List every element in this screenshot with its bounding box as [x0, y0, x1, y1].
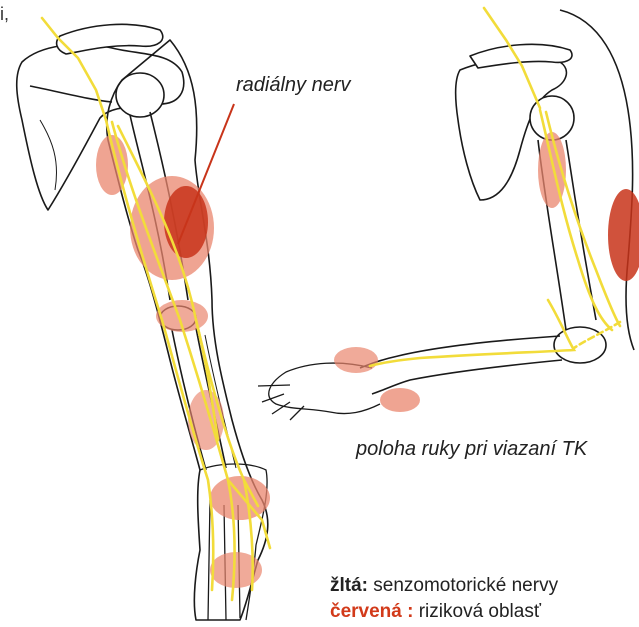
legend-row-yellow: žltá: senzomotorické nervy: [330, 573, 558, 599]
legend-key-yellow: žltá:: [330, 575, 368, 596]
left-risk-areas: [96, 135, 270, 588]
corner-text-fragment: i,: [0, 4, 9, 25]
legend-key-red: červená :: [330, 601, 413, 622]
right-arm-drawing: [258, 10, 634, 420]
risk-area-elbow-right: [334, 347, 378, 373]
legend-text-red: riziková oblasť: [419, 601, 541, 622]
legend-row-red: červená : riziková oblasť: [330, 599, 558, 625]
risk-area-wrist-left: [210, 476, 270, 520]
risk-area-palm-left: [210, 552, 262, 588]
legend-text-yellow: senzomotorické nervy: [373, 575, 558, 596]
risk-area-wrist-right: [380, 388, 420, 412]
radial-nerve-label: radiálny nerv: [236, 74, 351, 97]
right-forearm: [360, 336, 562, 394]
arm-position-caption: poloha ruky pri viazaní TK: [356, 438, 587, 461]
legend: žltá: senzomotorické nervy červená : riz…: [330, 573, 558, 625]
risk-area-radial-right: [608, 189, 639, 281]
